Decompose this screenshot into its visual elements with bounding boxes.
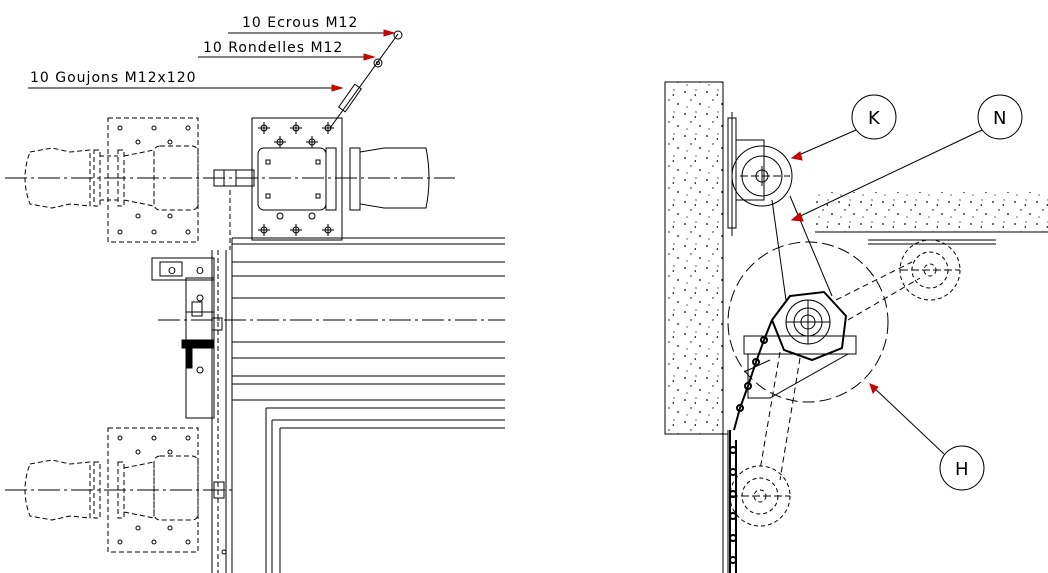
hanging-chain: [729, 319, 773, 573]
drum-frame: [211, 190, 505, 573]
balloon-n-label: N: [993, 108, 1006, 129]
balloon-h-label: H: [955, 459, 969, 480]
bracket-left: O O: [151, 257, 223, 419]
callout-ecrous: 10 Ecrous M12: [242, 15, 358, 31]
callout-rondelles: 10 Rondelles M12: [203, 40, 343, 56]
ceiling-slab: [815, 192, 1048, 232]
left-elevation-view: O O: [5, 29, 505, 573]
motor-lower-left: [24, 427, 225, 553]
concrete-wall: [664, 81, 724, 435]
balloon-k-label: K: [868, 108, 881, 129]
drum-circle: [727, 241, 889, 403]
balloon-h: [939, 445, 985, 491]
washer-symbol: [373, 58, 383, 68]
stud-symbol: [337, 83, 363, 113]
balloon-n: [977, 94, 1023, 140]
svg-text:O: O: [196, 266, 204, 277]
chain-sprocket: [770, 290, 848, 362]
balloon-k: [851, 94, 897, 140]
callout-lines: [28, 29, 403, 129]
svg-text:O: O: [168, 266, 176, 277]
motor-upper-left: [24, 117, 199, 243]
callout-goujons: 10 Goujons M12x120: [30, 70, 197, 86]
nut-symbol: [393, 30, 403, 40]
gear-motor-top: [213, 117, 430, 241]
right-section-view: [664, 81, 1048, 573]
